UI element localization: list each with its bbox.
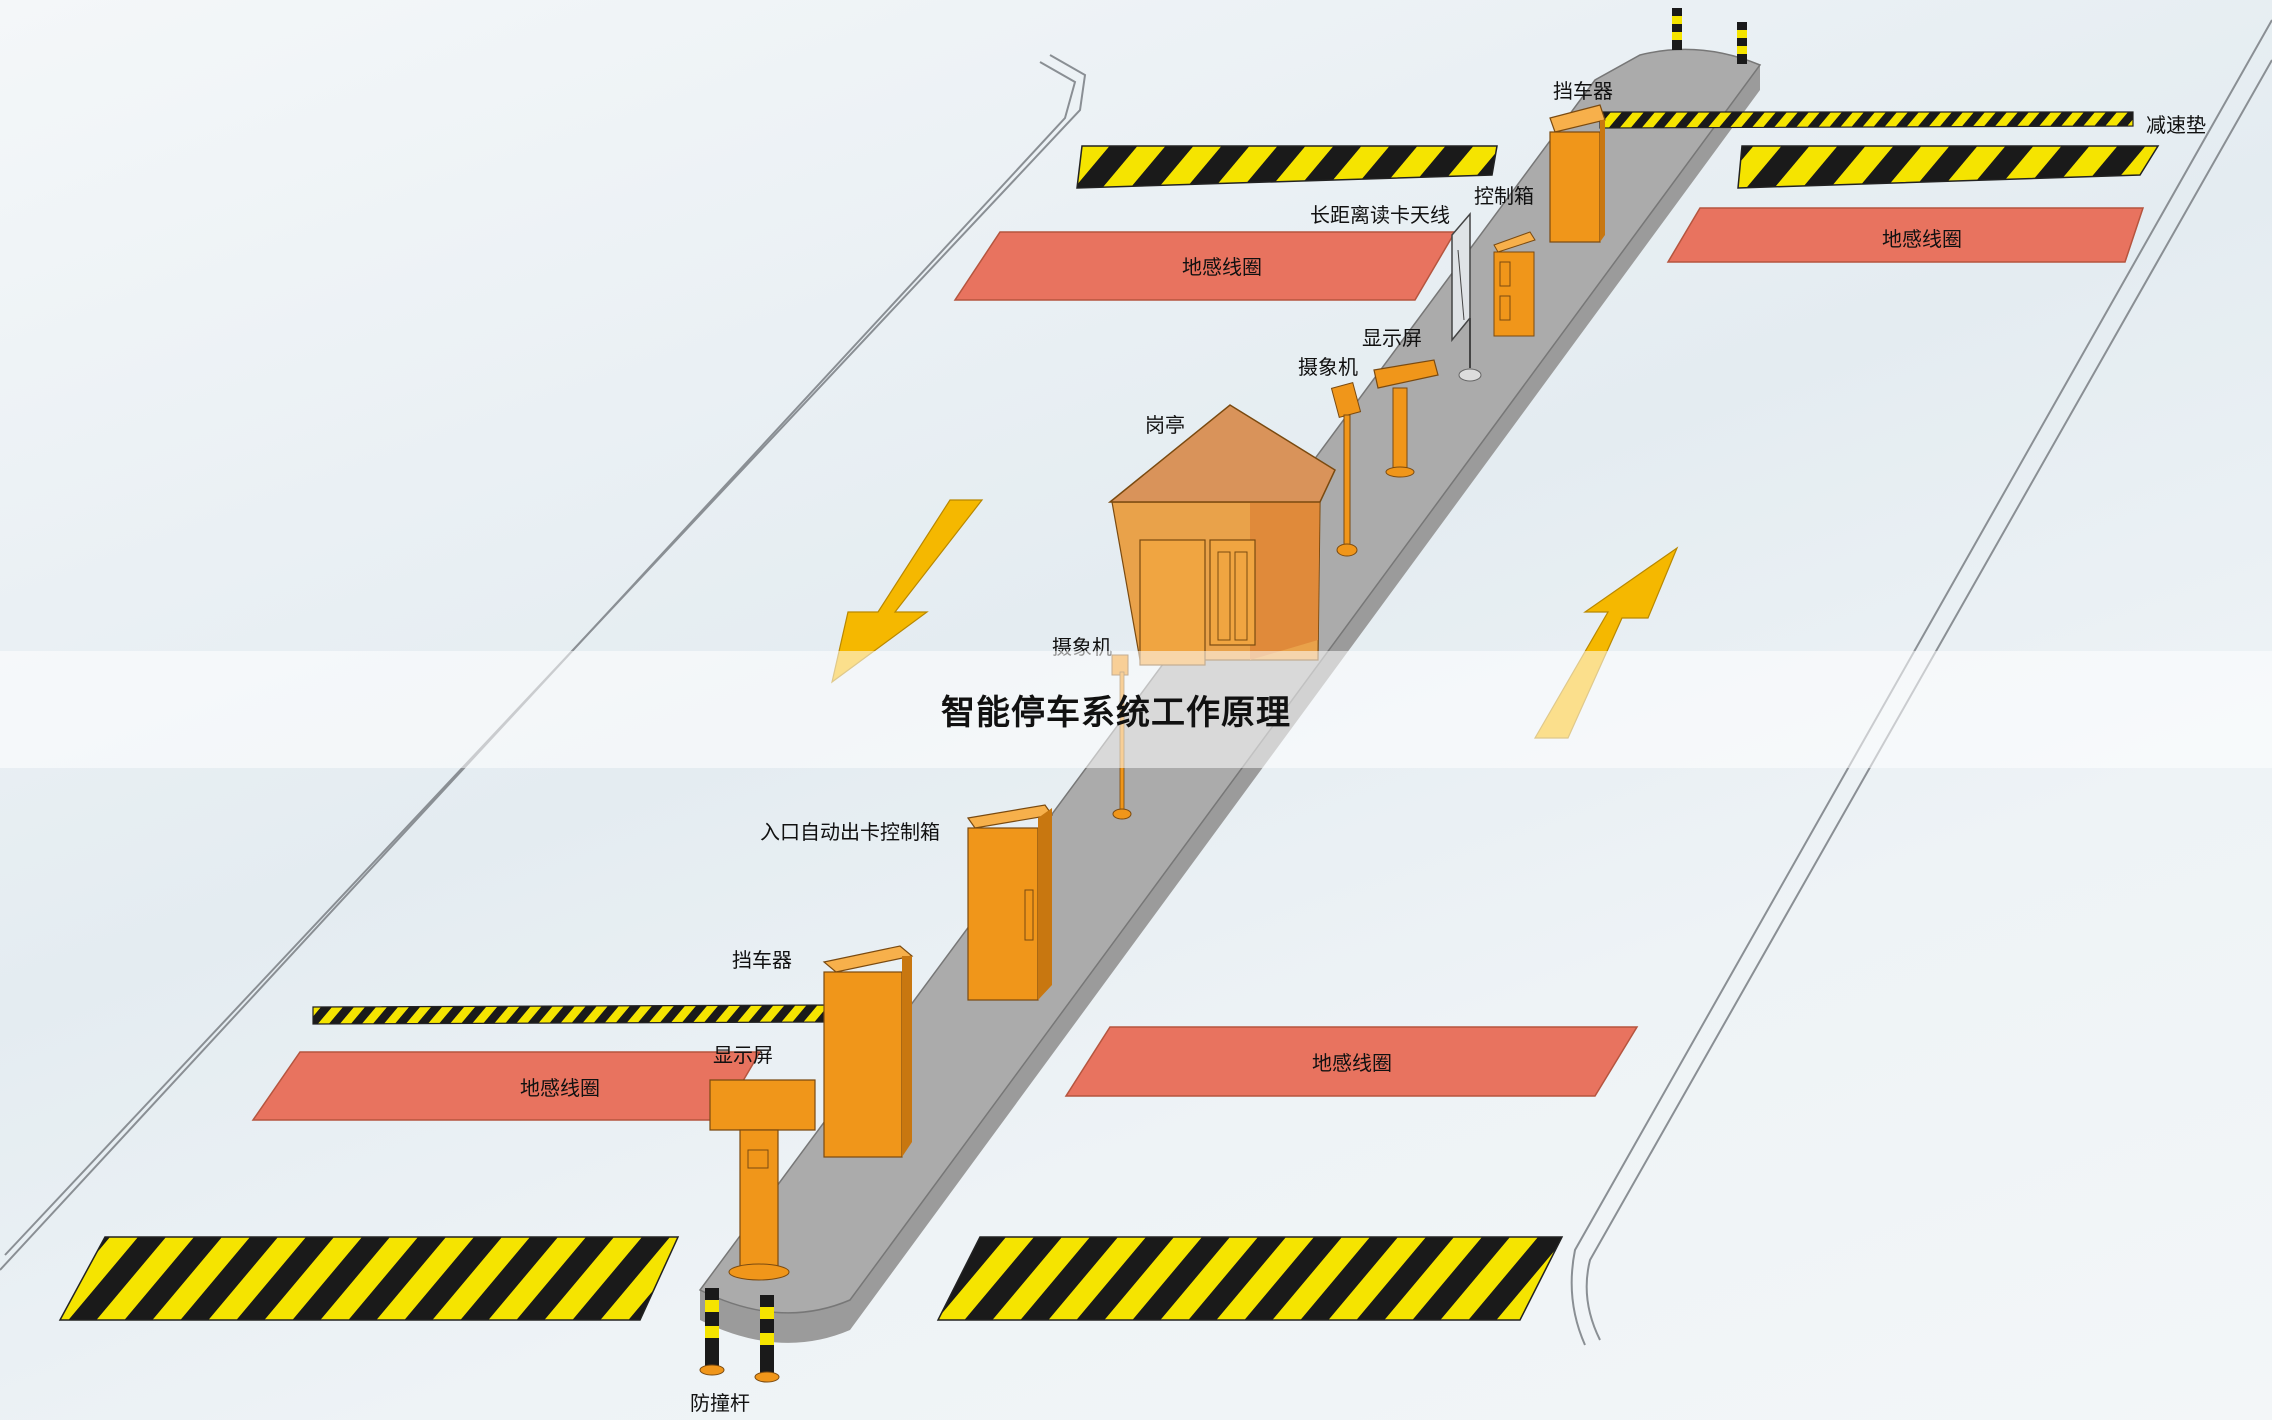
label-speed-bump: 减速垫: [2146, 113, 2206, 137]
camera-top: [1330, 382, 1362, 557]
speed-bump-bottom-left: [58, 1236, 680, 1321]
svg-text:地感线圈: 地感线圈: [1882, 227, 1962, 251]
label-display-top: 显示屏: [1362, 326, 1422, 350]
control-box: [1493, 231, 1536, 337]
loop-bottom-right: 地感线圈: [1064, 1026, 1639, 1097]
bollard-bottom-2: [754, 1295, 780, 1383]
entry-control-box: [966, 804, 1054, 1001]
speed-bump-top-left: [1076, 145, 1498, 189]
speed-bump-bottom-right: [936, 1236, 1564, 1321]
display-bottom: [709, 1079, 816, 1281]
barrier-top: [1549, 104, 1606, 243]
label-booth: 岗亭: [1145, 413, 1185, 437]
label-bollard: 防撞杆: [690, 1391, 750, 1415]
label-entry-box: 入口自动出卡控制箱: [760, 820, 940, 844]
loop-top-right: 地感线圈: [1666, 207, 2145, 263]
booth: [1107, 404, 1336, 666]
page-title: 智能停车系统工作原理: [941, 693, 1291, 733]
display-top: [1373, 359, 1439, 478]
loop-top-left: 地感线圈: [953, 231, 1457, 301]
svg-text:地感线圈: 地感线圈: [1312, 1051, 1392, 1075]
bollard-top-1: [1672, 8, 1682, 50]
label-display-bottom: 显示屏: [713, 1043, 773, 1067]
label-camera-top: 摄象机: [1298, 355, 1358, 379]
svg-text:地感线圈: 地感线圈: [1182, 255, 1262, 279]
label-barrier-top: 挡车器: [1553, 79, 1613, 103]
barrier-bottom: [822, 945, 914, 1158]
label-antenna: 长距离读卡天线: [1310, 203, 1450, 227]
bollard-top-2: [1737, 22, 1747, 64]
label-control-box: 控制箱: [1474, 184, 1534, 208]
loop-bottom-left: 地感线圈: [251, 1051, 762, 1121]
barrier-arm-top: [1599, 111, 2134, 129]
svg-text:地感线圈: 地感线圈: [520, 1076, 600, 1100]
bollard-bottom-1: [699, 1288, 725, 1376]
antenna: [1451, 211, 1482, 382]
speed-bump-top-right: [1737, 145, 2160, 189]
label-barrier-bottom: 挡车器: [732, 948, 792, 972]
title-band: 智能停车系统工作原理: [0, 651, 2272, 768]
barrier-arm-bottom: [312, 1004, 827, 1025]
arrow-exit-icon: [831, 499, 984, 684]
